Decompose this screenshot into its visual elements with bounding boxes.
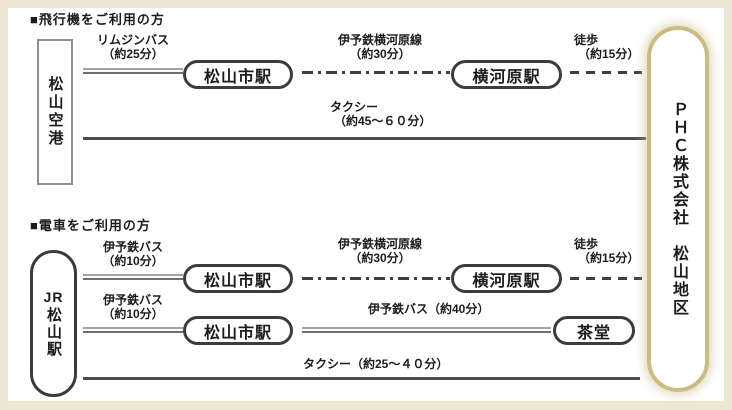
jr-matsuyama-station-box: JR 松山駅 — [30, 250, 77, 397]
walk-line-air — [570, 71, 642, 74]
jr-prefix-label: JR — [43, 289, 64, 305]
airplane-section-heading: ■飛行機をご利用の方 — [30, 12, 165, 27]
iyotetsu-bus40-line — [302, 327, 551, 333]
station-matsuyamashi-air: 松山市駅 — [183, 60, 293, 89]
iyotetsu-yokogawara-line-label-air: 伊予鉄横河原線 （約30分） — [337, 33, 422, 61]
station-chado: 茶堂 — [553, 316, 635, 345]
iyotetsu-bus40-label: 伊予鉄バス（約40分） — [368, 302, 490, 316]
walk-label-train: 徒歩 （約15分） — [574, 237, 640, 265]
rail-line-air — [302, 71, 450, 74]
limousine-bus-line — [83, 68, 183, 74]
iyotetsu-bus2-label: 伊予鉄バス （約10分） — [102, 293, 164, 321]
iyotetsu-bus2-line — [83, 327, 183, 333]
taxi-label-train: タクシー（約25～４０分） — [303, 357, 449, 371]
taxi-label-air: タクシー （約45～６０分） — [330, 100, 432, 128]
taxi-line-air — [83, 137, 646, 140]
iyotetsu-bus1-line — [83, 274, 183, 280]
destination-box: ＰＨＣ株式会社 松山地区 — [647, 26, 709, 392]
matsuyama-airport-box: 松山空港 — [37, 39, 73, 185]
station-matsuyamashi-train1: 松山市駅 — [183, 264, 293, 293]
station-yokogawara-train: 横河原駅 — [451, 264, 562, 293]
walk-line-train — [570, 277, 642, 280]
station-matsuyamashi-train2: 松山市駅 — [183, 316, 293, 345]
jr-matsuyama-station-label: 松山駅 — [45, 307, 62, 358]
matsuyama-airport-label: 松山空港 — [46, 76, 64, 148]
station-yokogawara-air: 横河原駅 — [451, 60, 562, 89]
iyotetsu-bus1-label: 伊予鉄バス （約10分） — [102, 240, 164, 268]
destination-label: ＰＨＣ株式会社 松山地区 — [670, 101, 687, 317]
taxi-line-train — [83, 377, 640, 380]
train-section-heading: ■電車をご利用の方 — [30, 218, 151, 233]
walk-label-air: 徒歩 （約15分） — [574, 33, 640, 61]
limousine-bus-label: リムジンバス （約25分） — [96, 33, 169, 61]
rail-line-train — [302, 277, 450, 280]
iyotetsu-yokogawara-line-label-train: 伊予鉄横河原線 （約30分） — [337, 237, 422, 265]
